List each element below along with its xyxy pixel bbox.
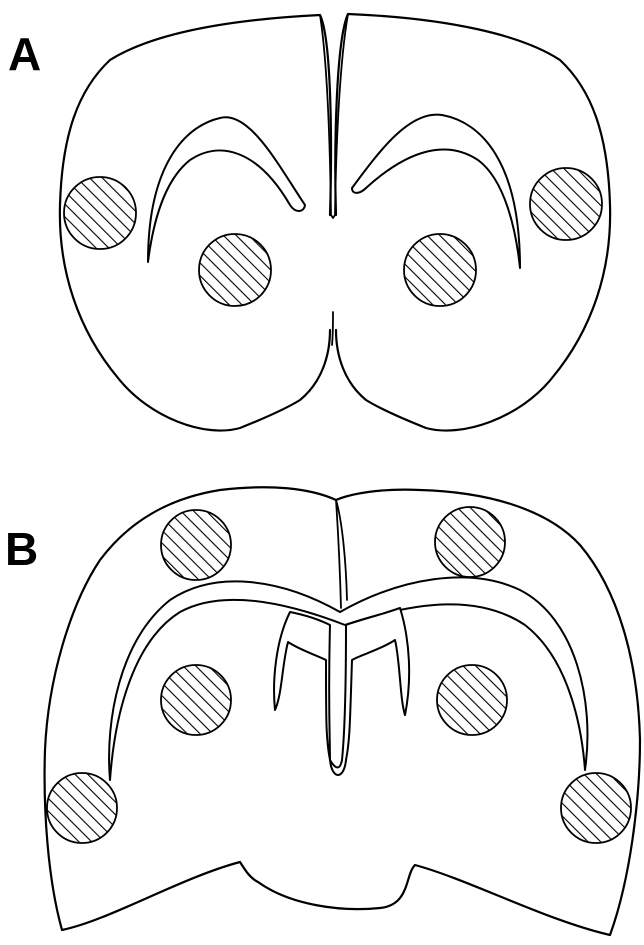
panel-a-midline-fissure xyxy=(320,14,348,218)
panel-b: B xyxy=(5,487,640,935)
panel-b-lesion-right-medial xyxy=(437,665,507,735)
panel-a-label: A xyxy=(8,28,41,80)
panel-b-lesion-right-dorsal xyxy=(435,507,505,577)
panel-b-lesion-right-lateral xyxy=(561,773,631,843)
panel-b-top-fissure xyxy=(336,500,347,608)
panel-a-lesion-left-medial xyxy=(199,234,271,306)
panel-a: A xyxy=(8,14,610,431)
panel-b-lesion-left-dorsal xyxy=(161,510,231,580)
panel-b-label: B xyxy=(5,523,38,575)
panel-b-lesion-left-lateral xyxy=(47,773,117,843)
panel-a-lesion-right-lateral xyxy=(530,168,602,240)
panel-a-lesion-left-lateral xyxy=(64,177,136,249)
panel-a-lower-fissure xyxy=(332,312,333,345)
panel-a-lesion-right-medial xyxy=(404,234,476,306)
panel-b-outline xyxy=(45,487,640,935)
panel-b-lesion-left-medial xyxy=(161,665,231,735)
panel-b-third-ventricle xyxy=(274,608,409,775)
